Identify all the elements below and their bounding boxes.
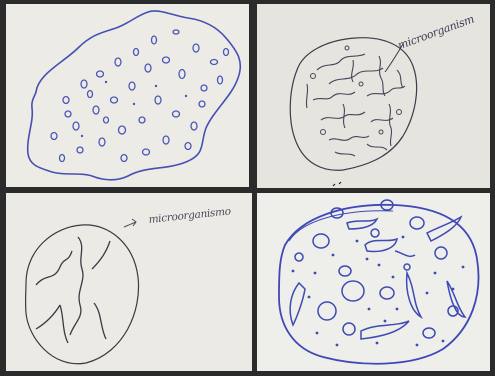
drawing-panel-bottom-left: microorganismo [6, 193, 252, 371]
drawing-panel-top-left [6, 4, 249, 187]
blue-dense-cell-drawing [257, 193, 490, 371]
pencil-circle-drawing [6, 193, 252, 371]
drawing-panel-bottom-right [257, 193, 490, 371]
drawing-panel-top-right: microorganism [257, 4, 490, 188]
blue-cell-drawing [6, 4, 249, 187]
